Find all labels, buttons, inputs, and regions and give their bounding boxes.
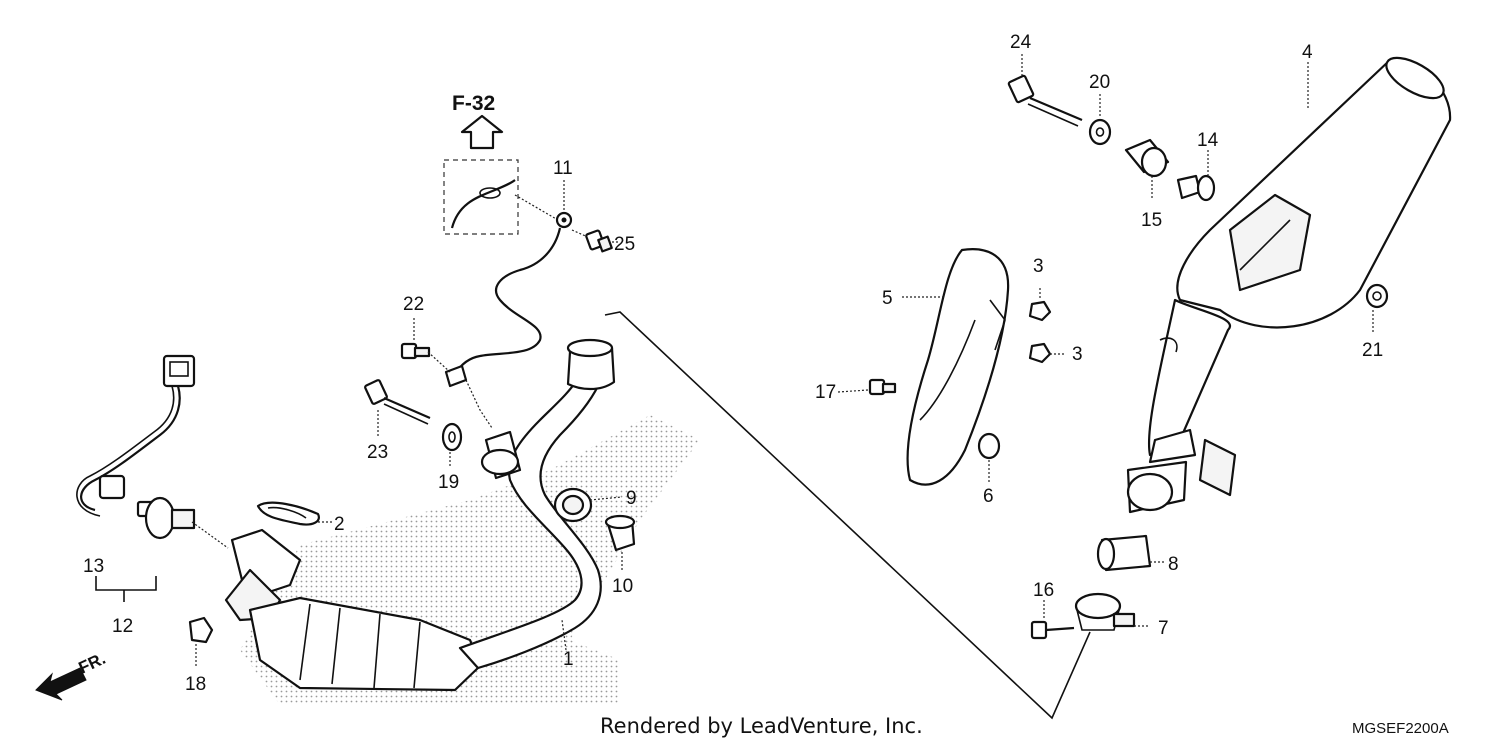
- callout-8: 8: [1168, 554, 1179, 575]
- callout-14: 14: [1197, 130, 1219, 151]
- callout-15: 15: [1141, 210, 1162, 231]
- gasket-8: [1096, 534, 1152, 572]
- callout-3-lower: 3: [1072, 344, 1083, 365]
- drawing-code: MGSEF2200A: [1352, 720, 1449, 737]
- callout-23: 23: [367, 442, 388, 463]
- nut-3-lower: [1028, 342, 1052, 364]
- assembly-line: [604, 311, 1091, 720]
- washer-19: [441, 422, 463, 452]
- callout-5: 5: [882, 288, 893, 309]
- front-direction-arrow-icon: FR.: [35, 649, 109, 701]
- collar-10: [604, 514, 636, 552]
- muffler: [1126, 56, 1452, 514]
- callout-17: 17: [815, 382, 836, 403]
- exhaust-pipe: [224, 338, 616, 692]
- callout-2: 2: [334, 514, 345, 535]
- nut-3-upper: [1028, 300, 1052, 322]
- bolt-14: [1176, 174, 1216, 202]
- heat-shield: [906, 248, 1010, 486]
- callout-24: 24: [1010, 32, 1032, 53]
- callout-12: 12: [112, 616, 133, 637]
- band-7: [1074, 592, 1136, 631]
- nut-21: [1365, 283, 1389, 309]
- bolt-25: [571, 229, 613, 253]
- grommet-6: [977, 432, 1001, 460]
- bolt-24: [1007, 74, 1083, 127]
- callout-7: 7: [1158, 618, 1169, 639]
- callout-22: 22: [403, 294, 424, 315]
- callout-9: 9: [626, 488, 637, 509]
- reference-arrow: F-32: [452, 92, 504, 150]
- reference-label: F-32: [452, 92, 495, 115]
- nut-18: [188, 616, 214, 644]
- callout-18: 18: [185, 674, 206, 695]
- rendered-by-credit: Rendered by LeadVenture, Inc.: [600, 714, 923, 738]
- ground-wire: [444, 211, 573, 388]
- callout-4: 4: [1302, 42, 1313, 63]
- oxygen-sensor: [76, 354, 229, 602]
- bolt-16: [1030, 620, 1075, 640]
- bolt-23: [364, 379, 431, 425]
- inset-wire: [450, 179, 559, 229]
- collar-15: [1124, 138, 1170, 178]
- inset-box: [443, 159, 519, 235]
- callout-19: 19: [438, 472, 459, 493]
- screw-17: [868, 378, 897, 396]
- washer-20: [1088, 118, 1112, 146]
- leader-lines: [195, 54, 1374, 666]
- callout-11: 11: [553, 158, 573, 179]
- callout-21: 21: [1362, 340, 1383, 361]
- callout-labels: 1 2 3 3 4 5 6 7 8 9 10 11 12 13 14 15 16…: [83, 32, 1383, 695]
- grommet-9: [553, 487, 593, 523]
- callout-10: 10: [612, 576, 633, 597]
- callout-6: 6: [983, 486, 994, 507]
- callout-1: 1: [563, 649, 574, 670]
- callout-25: 25: [614, 234, 635, 255]
- callout-20: 20: [1089, 72, 1110, 93]
- gasket-2: [256, 501, 320, 526]
- leader-bracket: [465, 379, 493, 429]
- callout-13: 13: [83, 556, 104, 577]
- callout-16: 16: [1033, 580, 1054, 601]
- bolt-22: [400, 342, 451, 373]
- callout-3-upper: 3: [1033, 256, 1044, 277]
